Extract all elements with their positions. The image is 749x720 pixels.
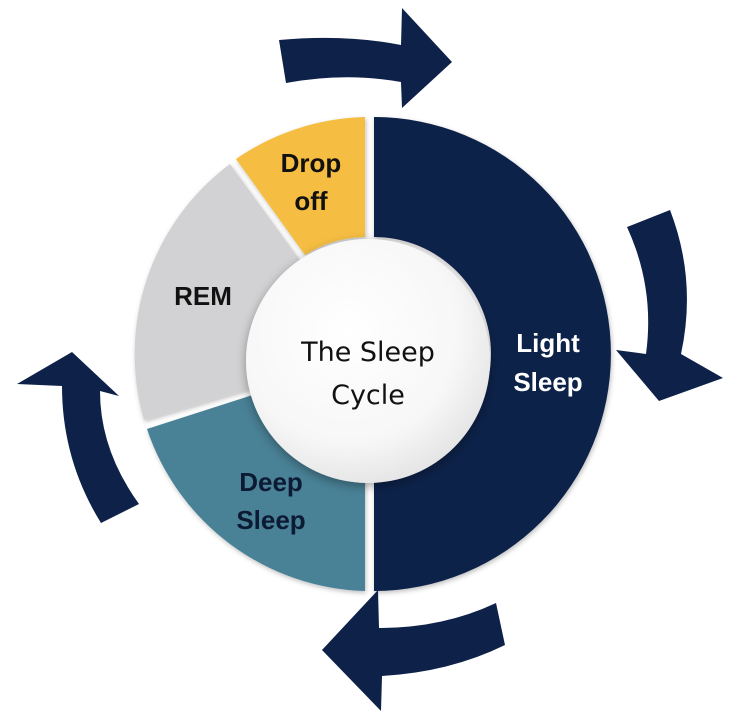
rem-segment [134,164,300,420]
arrow-down-icon [616,210,723,401]
cycle-arrows [17,8,723,711]
drop-off-label-line2: off [294,186,328,216]
center-circle [246,239,490,483]
deep-sleep-label-line2: Sleep [236,505,305,535]
rem-label: REM [174,281,232,311]
light-sleep-segment [374,117,611,591]
cycle-ring [134,117,611,591]
drop-off-label-line1: Drop [281,148,342,178]
deep-sleep-segment [147,391,365,591]
arrow-left-icon [322,590,505,711]
light-sleep-label-line2: Sleep [513,367,582,397]
center-title-line2: Cycle [331,380,405,411]
drop-off-segment [236,117,365,255]
center-title-line1: The Sleep [300,337,435,368]
arrow-up-icon [17,352,139,523]
arrow-right-icon [279,8,452,108]
light-sleep-label-line1: Light [516,328,580,358]
deep-sleep-label-line1: Deep [239,467,303,497]
